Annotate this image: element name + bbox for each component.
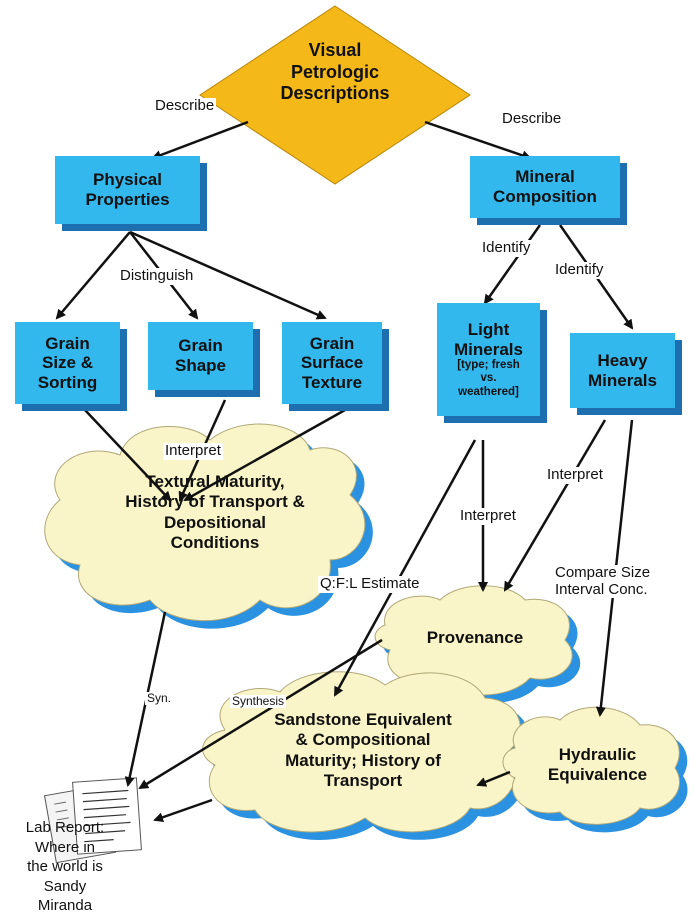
lab-report-label: Lab Report: Where in the world is Sandy … xyxy=(25,819,105,914)
box-grain-shape: Grain Shape xyxy=(148,322,253,390)
arrow-surface-to-textural xyxy=(183,408,346,502)
label-qfl-estimate: Q:F:L Estimate xyxy=(318,575,422,593)
box-light-minerals-sublabel: [type; fresh vs. weathered] xyxy=(457,359,520,398)
box-physical-properties: Physical Properties xyxy=(55,156,200,224)
top-diamond-label: Visual Petrologic Descriptions xyxy=(280,40,390,104)
arrow-sandstone-to-report xyxy=(153,798,213,823)
cloud-sandstone-shape xyxy=(202,671,529,840)
arrow-size-to-textural xyxy=(84,409,172,502)
arrow-mineral-to-light xyxy=(483,224,542,305)
label-identify-heavy: Identify xyxy=(553,261,606,279)
arrow-physical-to-size xyxy=(55,231,131,320)
cloud-hydraulic-shape xyxy=(502,706,688,833)
label-interpret-heavy: Interpret xyxy=(545,466,605,484)
arrow-light-to-sandstone xyxy=(333,439,477,697)
arrow-top-to-physical xyxy=(151,120,249,160)
box-grain-surface-texture-label: Grain Surface Texture xyxy=(300,333,364,392)
label-describe-left: Describe xyxy=(153,97,217,115)
label-distinguish: Distinguish xyxy=(118,267,196,285)
box-grain-shape-label: Grain Shape xyxy=(174,336,227,375)
cloud-sandstone-label: Sandstone Equivalent & Compositional Mat… xyxy=(274,710,452,791)
arrow-hydraulic-to-sandstone xyxy=(476,770,511,787)
arrow-heavy-to-provenance xyxy=(503,419,607,592)
box-heavy-minerals-label: Heavy Minerals xyxy=(588,350,657,390)
label-describe-right: Describe xyxy=(500,110,564,128)
box-grain-size-sorting: Grain Size & Sorting xyxy=(15,322,120,404)
cloud-textural-label: Textural Maturity, History of Transport … xyxy=(125,472,305,553)
arrow-provenance-to-report xyxy=(138,638,383,790)
label-compare-size: Compare Size Interval Conc. xyxy=(553,564,653,598)
cloud-provenance-label: Provenance xyxy=(426,628,524,647)
box-physical-properties-label: Physical Properties xyxy=(85,170,170,209)
box-light-minerals-label: Light Minerals xyxy=(454,320,523,359)
cloud-hydraulic-label: Hydraulic Equivalence xyxy=(547,745,648,785)
box-grain-surface-texture: Grain Surface Texture xyxy=(282,322,382,404)
box-grain-size-sorting-label: Grain Size & Sorting xyxy=(37,333,98,392)
cloud-textural-shape xyxy=(44,423,373,629)
box-light-minerals: Light Minerals [type; fresh vs. weathere… xyxy=(437,303,540,416)
label-synthesis: Synthesis xyxy=(230,694,287,709)
arrow-physical-to-surface xyxy=(129,230,327,320)
label-identify-light: Identify xyxy=(480,239,533,257)
box-mineral-composition-label: Mineral Composition xyxy=(493,167,597,206)
box-heavy-minerals: Heavy Minerals xyxy=(570,333,675,408)
label-interpret-light: Interpret xyxy=(458,507,518,525)
box-mineral-composition: Mineral Composition xyxy=(470,156,620,218)
arrow-top-to-mineral xyxy=(424,120,532,161)
label-interpret-texture: Interpret xyxy=(163,442,223,460)
lab-report-icon xyxy=(43,777,142,864)
top-diamond-shape xyxy=(199,5,471,185)
label-syn: Syn. xyxy=(145,691,174,706)
